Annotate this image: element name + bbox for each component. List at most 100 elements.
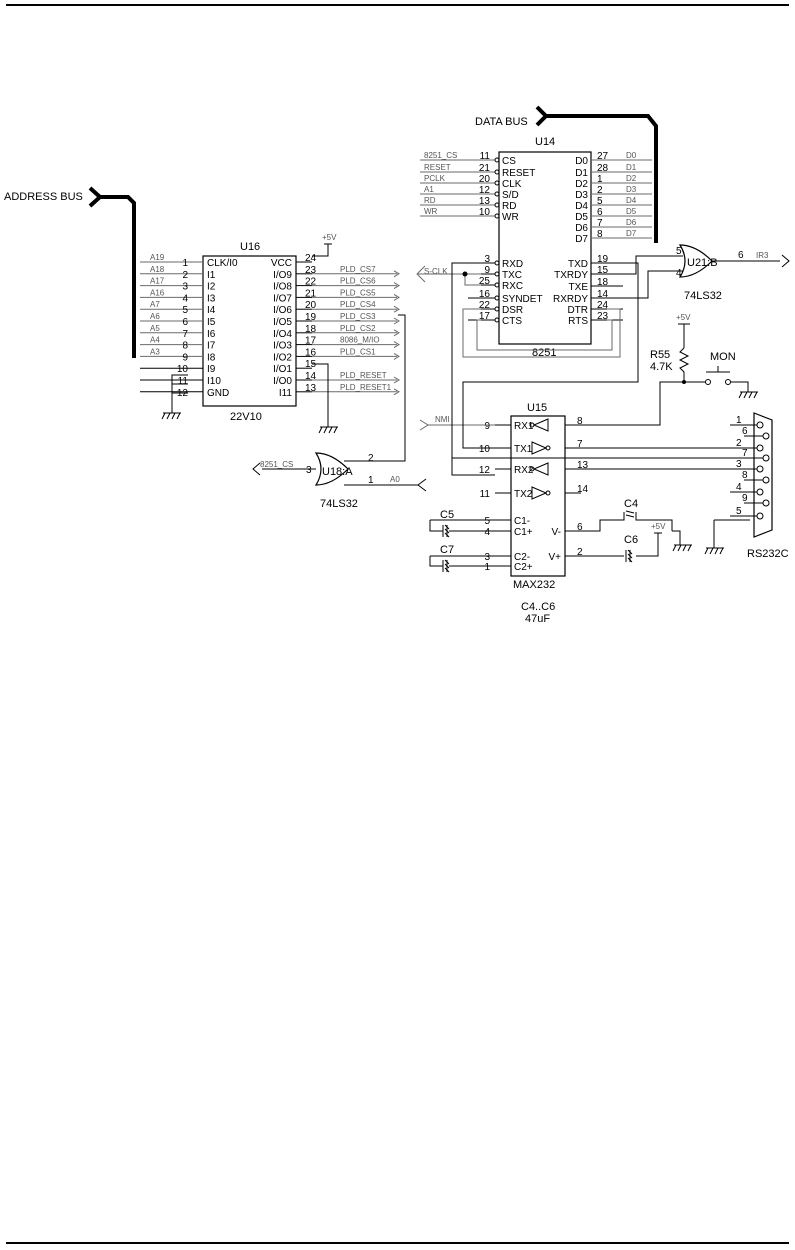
u15-pin-number: 10 xyxy=(479,444,491,455)
u16-pin-number: 2 xyxy=(182,270,188,281)
u16-net-label: A17 xyxy=(150,277,165,286)
u16-pin-name: I7 xyxy=(207,341,216,352)
u16-pin-name: I10 xyxy=(207,376,221,387)
u15-pin-number: 6 xyxy=(577,522,583,533)
u16-pin-number: 11 xyxy=(178,376,189,387)
u14-net-label: D7 xyxy=(626,229,637,238)
u14-pin-number: 14 xyxy=(597,289,609,300)
svg-text:6: 6 xyxy=(738,250,744,261)
u15-pin-number: 1 xyxy=(484,562,490,573)
u16-net-label: A3 xyxy=(150,347,160,356)
u16-pin-name: VCC xyxy=(271,258,292,269)
u15-pin-number: 2 xyxy=(577,547,583,558)
u16-vcc-label: +5V xyxy=(322,233,337,242)
u15-pin-name: RX1 xyxy=(514,421,534,432)
u14-pin-number: 20 xyxy=(479,174,491,185)
u14-pin-number: 11 xyxy=(480,151,491,162)
u16-net-label: A16 xyxy=(150,288,165,297)
svg-text:1: 1 xyxy=(368,475,374,486)
u16-pin-number: 4 xyxy=(182,293,188,304)
c7-label: C7 xyxy=(440,544,454,556)
u14-pin-name: D5 xyxy=(575,212,588,223)
u14-pin-name: D6 xyxy=(575,223,588,234)
txd-to-tx1 xyxy=(462,262,639,449)
u14-pin-number: 5 xyxy=(597,196,603,207)
u14-pin-name: RESET xyxy=(502,168,535,179)
u15-pin-name: RX2 xyxy=(514,465,534,476)
u15-pin-number: 3 xyxy=(484,552,490,563)
db9-pin-number: 4 xyxy=(736,482,742,493)
u16-part: 22V10 xyxy=(230,411,262,423)
u16-pin-name: I1 xyxy=(207,270,216,281)
u14-dsr-dtr-loop xyxy=(462,308,621,358)
u14-cts-rts-loop xyxy=(476,319,613,351)
u16-pin-name: CLK/I0 xyxy=(207,258,238,269)
u16-net-label: A4 xyxy=(150,336,160,345)
c5-symbol xyxy=(442,524,450,538)
u16-net-label: A5 xyxy=(150,324,160,333)
u16-pin-name: I11 xyxy=(279,388,293,399)
u16-net-label: PLD_RESET1 xyxy=(340,383,392,392)
u14-pin-number: 21 xyxy=(479,163,491,174)
u16-pin-name: I/O0 xyxy=(273,376,292,387)
u14-pin-number: 10 xyxy=(479,207,491,218)
u16-pin-name: I2 xyxy=(207,282,216,293)
u14-pin-number: 3 xyxy=(484,254,490,265)
rx1-buffer xyxy=(532,418,549,432)
u14-pin-name: DTR xyxy=(567,305,588,316)
u14-pin-number: 17 xyxy=(479,311,491,322)
u15-pin-number: 11 xyxy=(480,489,491,500)
u14-pin-number: 6 xyxy=(597,207,603,218)
db9-ground xyxy=(704,547,724,555)
rxd-to-rx2 xyxy=(451,262,495,476)
u16-pin-name: GND xyxy=(207,388,229,399)
tx2-buffer xyxy=(531,486,548,500)
mon-switch xyxy=(684,366,730,383)
u15-pin-number: 4 xyxy=(484,527,490,538)
svg-text:5: 5 xyxy=(676,246,682,257)
tx1-buffer xyxy=(531,441,548,455)
cs-8251-net-label: 8251_CS xyxy=(260,460,293,469)
u16-designator: U16 xyxy=(240,241,260,253)
u14-pin-number: 1 xyxy=(597,174,603,185)
caps-value: 47uF xyxy=(525,613,550,625)
u14-pin-name: TXRDY xyxy=(554,270,588,281)
u15-pin-number: 7 xyxy=(577,439,583,450)
u16-pin-number: 22 xyxy=(305,277,317,288)
c5-label: C5 xyxy=(440,509,454,521)
db9-connector xyxy=(753,412,773,538)
db9-pin-number: 5 xyxy=(736,506,742,517)
u14-net-label: D4 xyxy=(626,196,637,205)
a0-label: A0 xyxy=(390,475,400,484)
u14-net-label: PCLK xyxy=(424,174,446,183)
u15-pin-number: 13 xyxy=(577,460,589,471)
u16-net-label: A19 xyxy=(150,253,165,262)
u15-pin-number: 8 xyxy=(577,416,583,427)
svg-text:2: 2 xyxy=(368,453,374,464)
u14-pin-number: 12 xyxy=(479,185,491,196)
u14-pin-number: 27 xyxy=(597,151,609,162)
u16-pin-name: I6 xyxy=(207,329,216,340)
u14-pin-name: RXC xyxy=(502,281,523,292)
rx2-buffer xyxy=(532,462,549,476)
u16-net-label: PLD_CS5 xyxy=(340,288,376,297)
u14-net-label: D5 xyxy=(626,207,637,216)
u14-pin-number: 16 xyxy=(479,289,491,300)
u16-net-label: A7 xyxy=(150,300,160,309)
u14-pin-name: RTS xyxy=(568,316,588,327)
u16-pin-number: 18 xyxy=(305,324,317,335)
u14-net-label: WR xyxy=(424,207,438,216)
u14-pin-number: 7 xyxy=(597,218,603,229)
u15-pin-name: V+ xyxy=(548,552,561,563)
u16-pin-number: 7 xyxy=(182,329,188,340)
u14-pin-name: WR xyxy=(502,212,519,223)
rs232c-label: RS232C xyxy=(747,548,789,560)
u16-pin-number: 3 xyxy=(182,282,188,293)
u18-designator: U18:A xyxy=(322,466,353,478)
u16-pin15-ground xyxy=(318,426,338,434)
u14-pin-number: 24 xyxy=(597,300,609,311)
c7-symbol xyxy=(442,559,450,573)
u16-pin-number: 16 xyxy=(305,347,317,358)
mon-ground xyxy=(738,391,758,399)
